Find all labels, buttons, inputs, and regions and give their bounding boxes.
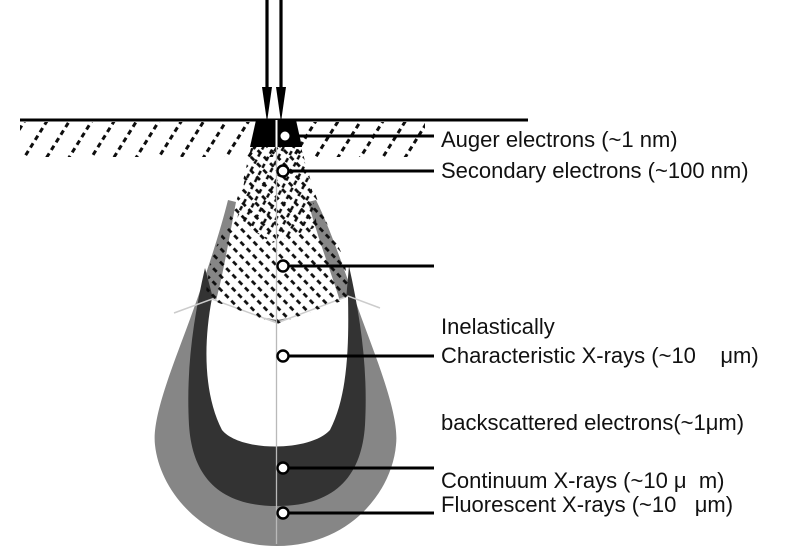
auger-marker (280, 131, 290, 141)
surface-hatch-band (20, 122, 425, 157)
secondary-label: Secondary electrons (~100 nm) (441, 158, 749, 183)
characteristic-label: Characteristic X-rays (~10 μm) (441, 343, 759, 368)
secondary-marker (276, 164, 290, 178)
backscattered-marker (276, 259, 290, 273)
continuum-label: Continuum X-rays (~10 μ m) (441, 468, 725, 493)
beam-arrowhead-icon (262, 87, 272, 122)
backscattered-label-line2: backscattered electrons(~1μm) (441, 410, 745, 435)
electron-beam (262, 0, 286, 122)
backscattered-label-line1: Inelastically (441, 314, 555, 339)
continuum-marker (276, 461, 290, 475)
fluorescent-label: Fluorescent X-rays (~10 μm) (441, 492, 734, 517)
characteristic-marker (276, 349, 290, 363)
fluorescent-marker (276, 506, 290, 520)
depth-markers (276, 164, 290, 520)
leader-lines (286, 134, 434, 515)
inner-white-region (206, 296, 349, 447)
backscattered-label: Inelastically backscattered electrons(~1… (441, 247, 744, 503)
auger-label: Auger electrons (~1 nm) (441, 127, 678, 152)
beam-arrowhead-icon (276, 87, 286, 122)
